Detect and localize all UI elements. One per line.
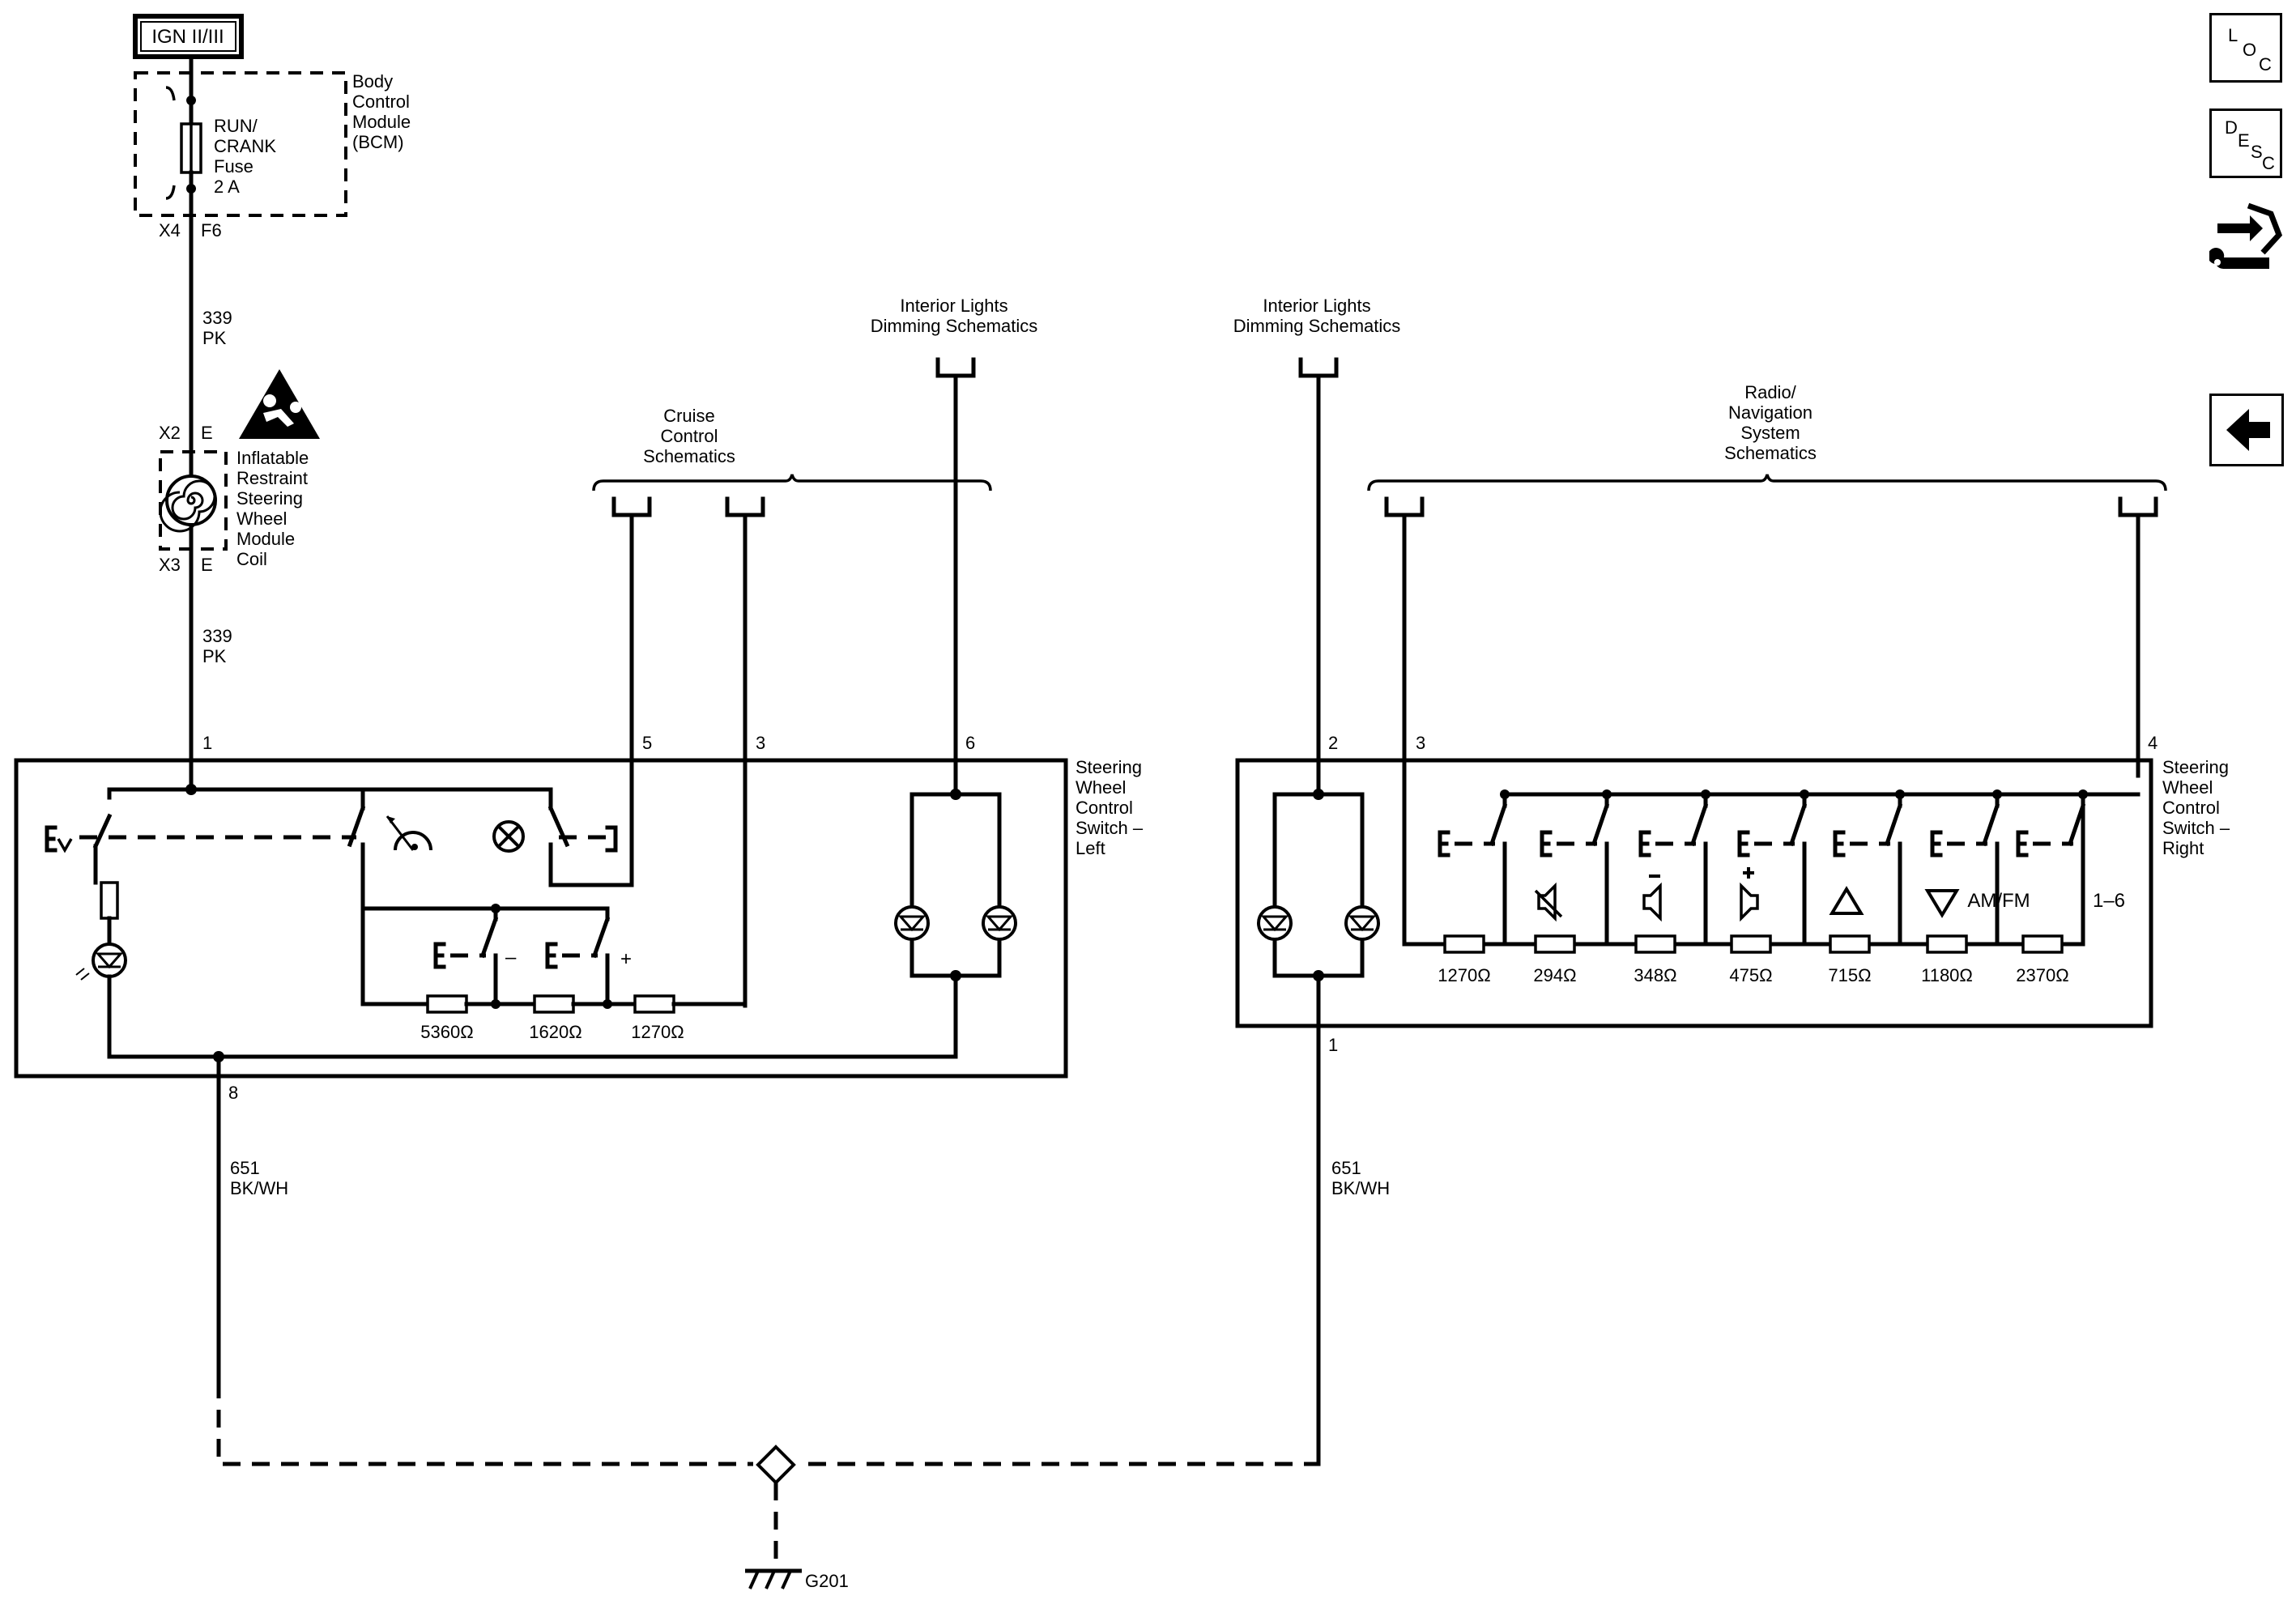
wire-339-circuit-2: 339 (202, 626, 232, 646)
conn-x3-e: E (201, 555, 213, 575)
desc-letter-e: E (2238, 130, 2250, 151)
cancel-icon (492, 820, 525, 853)
ground-icon (745, 1568, 802, 1589)
volume-up-icon (1740, 867, 1759, 922)
led-dimming-left-1 (894, 905, 930, 941)
right-pin-4: 4 (2148, 733, 2158, 753)
radio-resistor-label: 1270Ω (1438, 965, 1490, 985)
seek-up-icon (1829, 886, 1864, 915)
led-indicator-left (75, 943, 127, 981)
cruise-ref-bracket (592, 474, 992, 491)
coil-boundary (159, 450, 228, 551)
wire-339-color: PK (202, 328, 227, 348)
wire-651-circuit-left: 651 (230, 1158, 260, 1178)
radio-resistor-label: 1180Ω (1921, 965, 1973, 985)
wire-651-circuit-right: 651 (1331, 1158, 1361, 1178)
wire-651-color-right: BK/WH (1331, 1178, 1390, 1198)
wire-339-color-2: PK (202, 646, 227, 666)
ignition-label: IGN II/III (151, 26, 224, 48)
loc-letter-o: O (2243, 40, 2257, 60)
loc-button[interactable]: L O C (2209, 13, 2282, 83)
splice-icon (756, 1445, 796, 1485)
resistor-1270: 1270Ω (631, 1022, 684, 1042)
amfm-label: AM/FM (1967, 890, 2030, 912)
loc-letter-c: C (2259, 54, 2272, 74)
seek-down-icon (1924, 889, 1960, 918)
mute-icon (1534, 882, 1563, 922)
right-pin-2: 2 (1328, 733, 1338, 753)
right-pin-1: 1 (1328, 1035, 1338, 1055)
resistor-1620: 1620Ω (529, 1022, 581, 1042)
airbag-warning-icon (239, 369, 320, 439)
conn-x2-e: E (201, 423, 213, 443)
radio-resistor (1534, 934, 1576, 954)
left-pin-5: 5 (642, 733, 652, 753)
bcm-boundary (134, 71, 347, 217)
ground-g201: G201 (805, 1571, 849, 1591)
back-button[interactable] (2209, 394, 2284, 466)
clockspring-coil-icon (159, 474, 217, 533)
desc-letter-d: D (2225, 117, 2238, 138)
conn-f6: F6 (201, 220, 222, 240)
left-switch-box (14, 758, 1068, 1079)
left-pin-6: 6 (965, 733, 975, 753)
left-pin-8: 8 (228, 1083, 238, 1103)
left-pin-1: 1 (202, 733, 212, 753)
radio-resistor-label: 348Ω (1634, 965, 1676, 985)
plus-sign: + (620, 948, 632, 970)
presets-label: 1–6 (2093, 890, 2125, 912)
conn-x4: X4 (159, 220, 181, 240)
desc-letter-c: C (2262, 153, 2275, 173)
radio-resistor-label: 475Ω (1729, 965, 1772, 985)
right-switch-box (1235, 758, 2153, 1028)
radio-resistor-label: 2370Ω (2016, 965, 2068, 985)
led-dimming-left-2 (982, 905, 1017, 941)
right-pin-3: 3 (1416, 733, 1425, 753)
radio-ladder: 1270Ω 294Ω 348Ω 475Ω 715Ω 1180Ω 2370Ω (1438, 789, 2088, 985)
wire-651-color-left: BK/WH (230, 1178, 288, 1198)
radio-resistor (1926, 934, 1968, 954)
radio-resistor (1443, 934, 1485, 954)
radio-resistor (1634, 934, 1676, 954)
desc-icon: D E S C (2212, 111, 2280, 176)
resistor-5360: 5360Ω (420, 1022, 473, 1042)
radio-ref-bracket (1367, 474, 2167, 491)
loc-letter-l: L (2228, 25, 2238, 45)
connector-repair-icon (2208, 202, 2283, 270)
cruise-gauge-icon (386, 815, 432, 851)
desc-button[interactable]: D E S C (2209, 109, 2282, 178)
radio-resistor (2021, 934, 2064, 954)
volume-down-icon (1642, 874, 1662, 922)
radio-resistor-label: 715Ω (1828, 965, 1871, 985)
radio-resistor-label: 294Ω (1533, 965, 1576, 985)
left-pin-3: 3 (756, 733, 765, 753)
conn-x3: X3 (159, 555, 181, 575)
loc-icon: L O C (2212, 15, 2280, 80)
radio-resistor (1730, 934, 1772, 954)
ignition-source-box: IGN II/III (133, 14, 244, 59)
minus-sign: – (505, 947, 517, 968)
wire-339-circuit: 339 (202, 308, 232, 328)
conn-x2: X2 (159, 423, 181, 443)
led-dimming-right-2 (1344, 905, 1380, 941)
desc-letter-s: S (2251, 142, 2263, 162)
back-arrow-icon (2226, 409, 2270, 451)
connector-repair-button[interactable] (2208, 194, 2287, 283)
led-dimming-right-1 (1257, 905, 1293, 941)
radio-resistor (1829, 934, 1871, 954)
